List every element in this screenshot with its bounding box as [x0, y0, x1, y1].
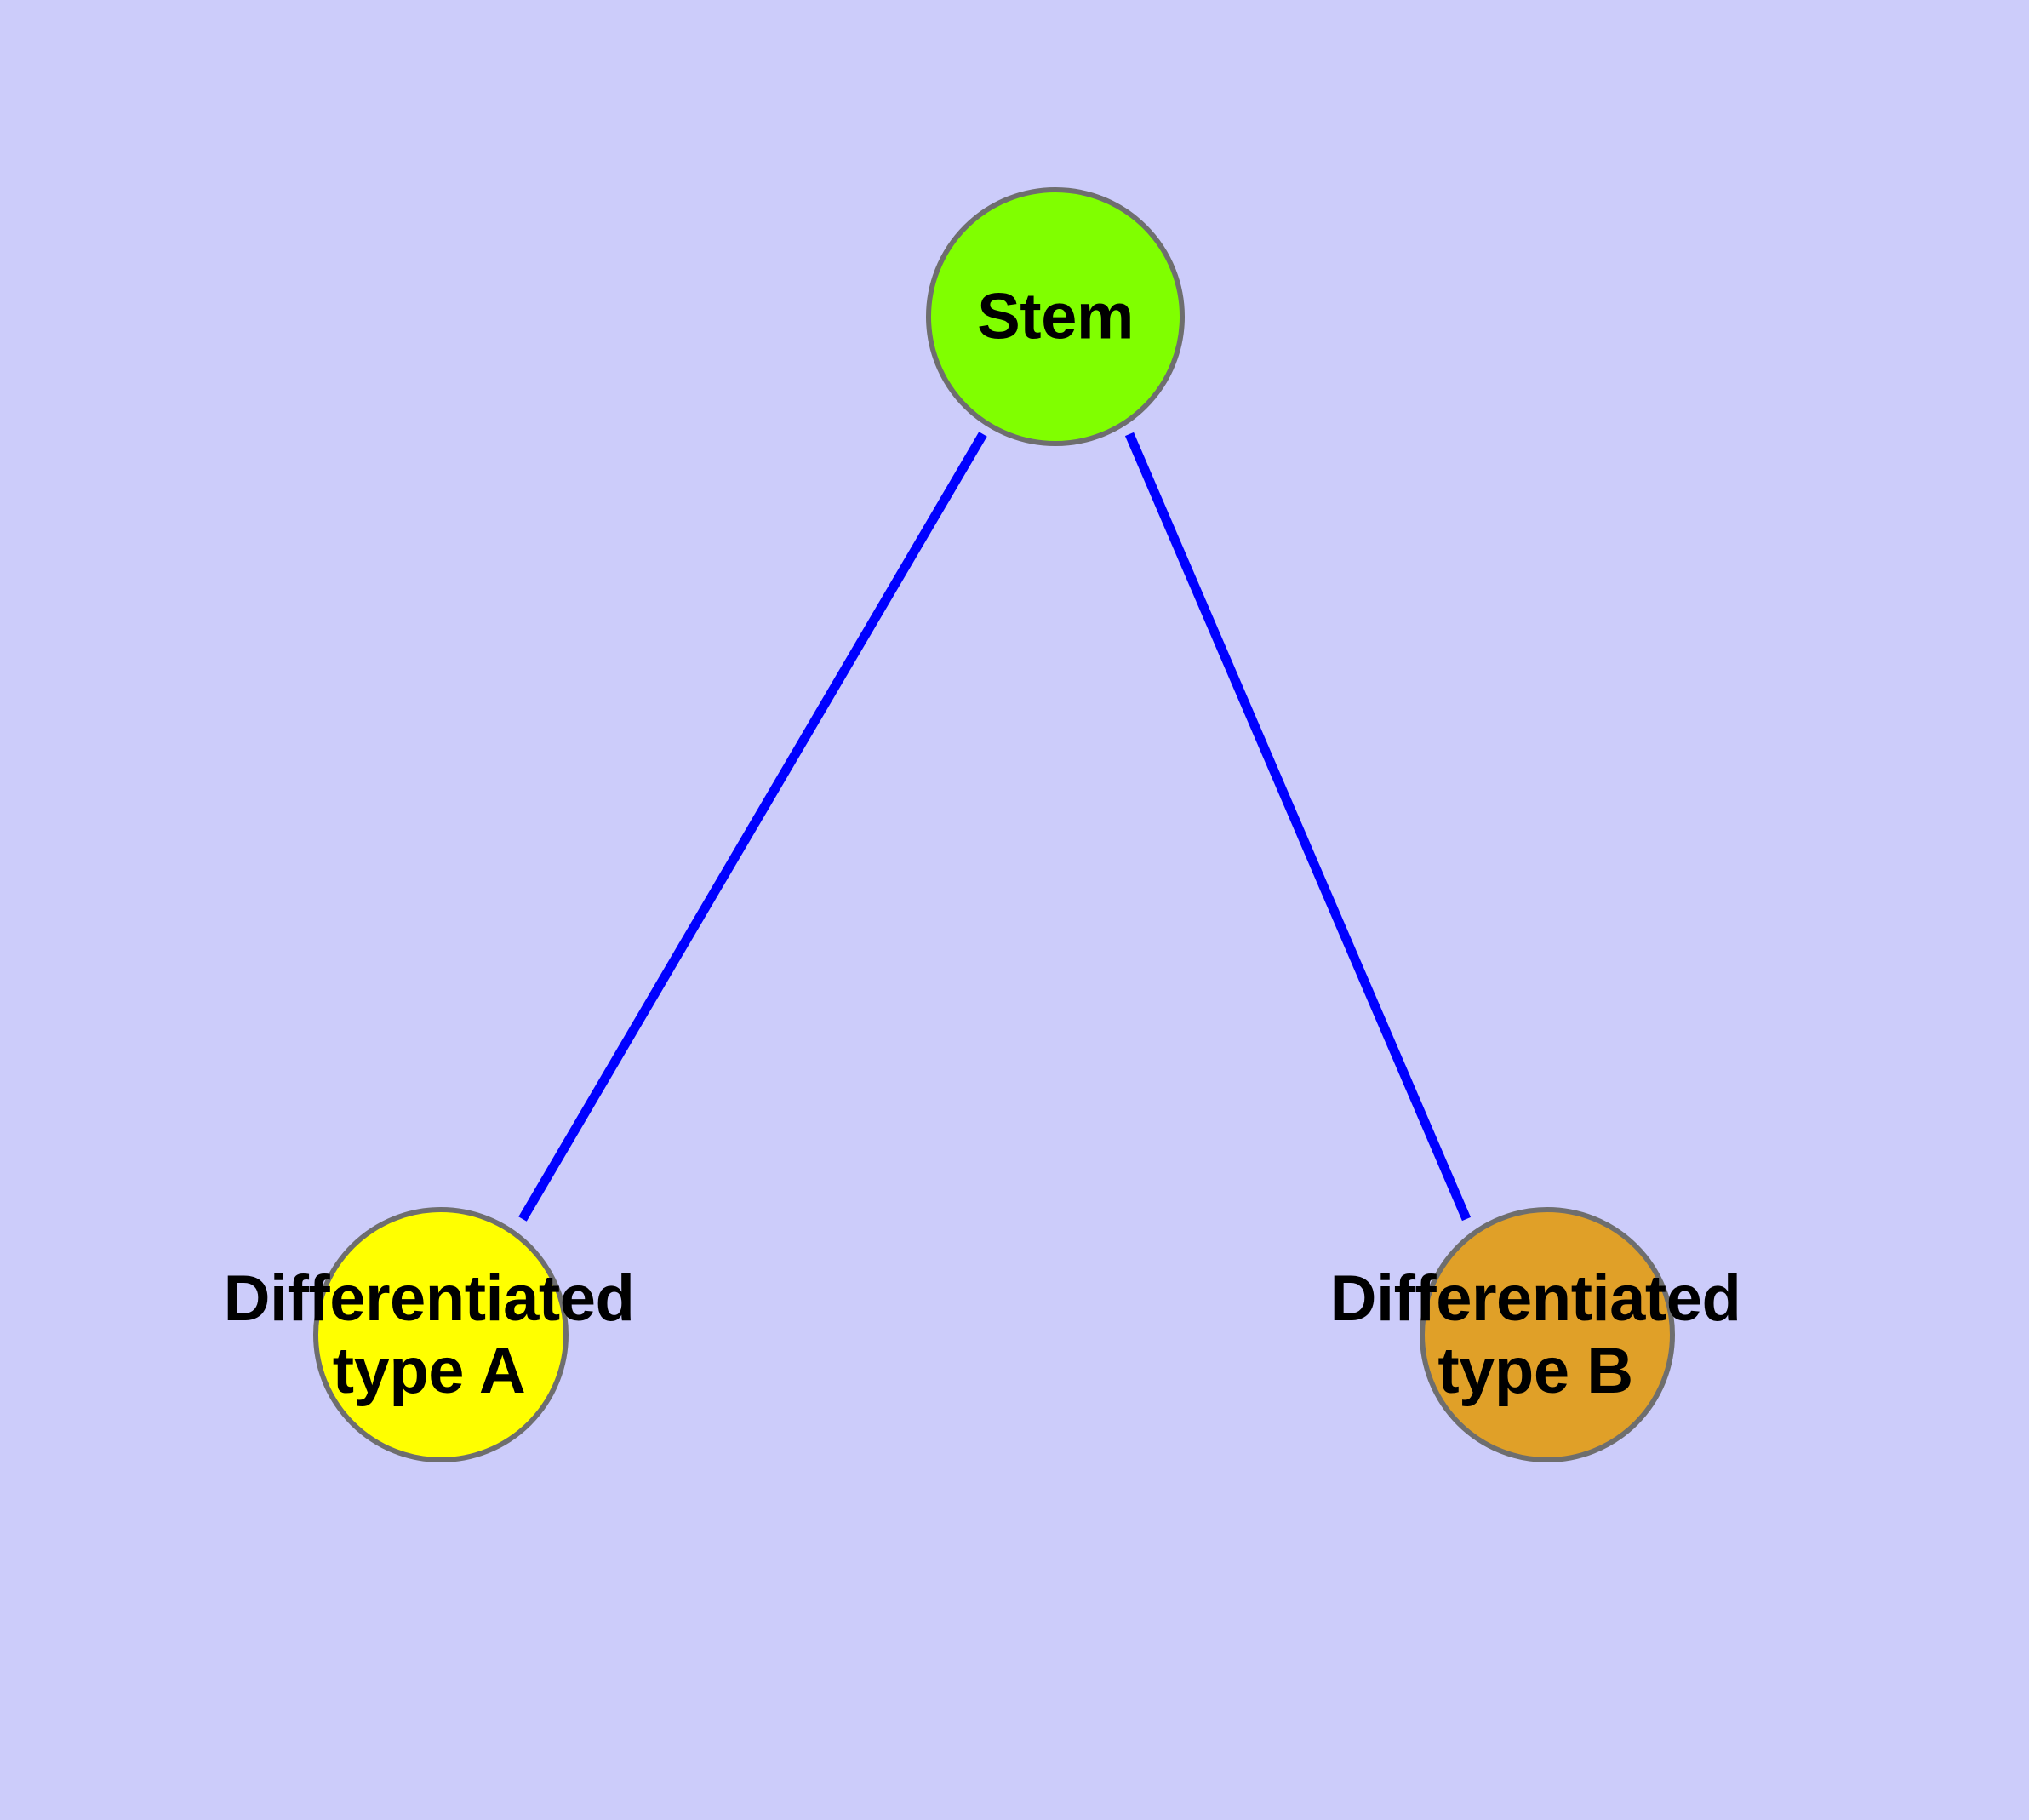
node-differentiated-type-b-circle: [1420, 1207, 1675, 1462]
node-differentiated-type-b[interactable]: Differentiated type B: [1330, 1207, 1741, 1462]
node-differentiated-type-a-circle: [313, 1207, 569, 1462]
node-stem-circle: [926, 187, 1185, 446]
edge-stem-to-differentiated-type-b: [1124, 432, 1472, 1222]
edge-stem-to-differentiated-type-a: [518, 432, 987, 1222]
node-stem[interactable]: Stem: [926, 187, 1185, 446]
node-differentiated-type-a[interactable]: Differentiated type A: [224, 1207, 635, 1462]
